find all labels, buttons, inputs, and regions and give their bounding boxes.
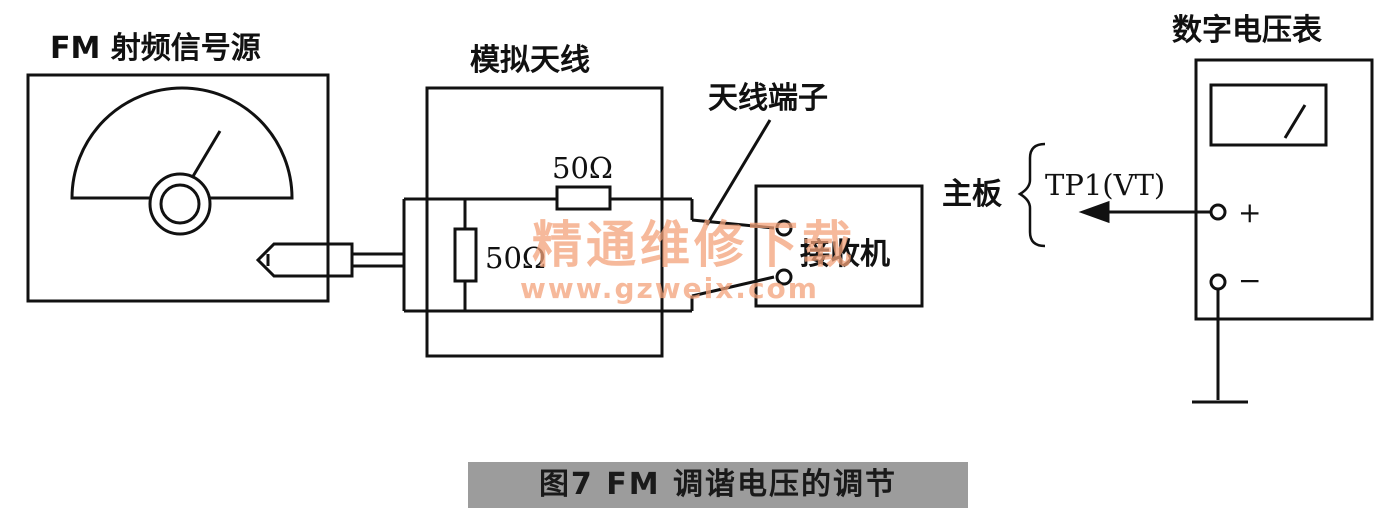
dial-needle (190, 130, 222, 179)
figure-caption: 图7 FM 调谐电压的调节 (538, 467, 898, 502)
resistor-shunt-symbol (453, 227, 478, 283)
voltmeter-display (1209, 83, 1328, 147)
minus-label: − (1238, 264, 1261, 297)
resistor-shunt-label: 50Ω (485, 241, 546, 275)
receiver-box (754, 184, 924, 308)
mainboard-label: 主板 (942, 177, 1002, 212)
resistor-series-symbol (555, 185, 612, 211)
dummy-antenna-box (425, 86, 664, 358)
arrow-left-icon (1078, 200, 1110, 224)
dial-knob-inner (159, 183, 201, 225)
voltmeter-box (1194, 58, 1374, 321)
receiver-terminal-top (775, 219, 793, 237)
minus-terminal (1209, 273, 1227, 291)
test-point-label: TP1(VT) (1045, 168, 1165, 202)
antenna-terminal-label: 天线端子 (708, 81, 828, 116)
dummy-antenna-label: 模拟天线 (470, 43, 590, 78)
resistor-series-label: 50Ω (552, 151, 613, 185)
plus-label: + (1238, 196, 1261, 229)
dial-knob (148, 172, 212, 236)
receiver-terminal-bottom (775, 268, 793, 286)
voltmeter-needle (1283, 104, 1307, 139)
signal-generator-dial-icon (70, 86, 294, 200)
mainboard-brace (1017, 142, 1046, 248)
caption-background (468, 462, 968, 508)
receiver-label: 接收机 (800, 237, 890, 272)
plus-terminal (1209, 203, 1227, 221)
antenna-terminal-leader (705, 119, 772, 226)
output-connector (255, 242, 354, 278)
voltmeter-label: 数字电压表 (1172, 13, 1322, 48)
watermark-cn: 精通维修下载 (532, 216, 856, 274)
signal-generator-box (26, 73, 330, 303)
signal-source-label: FM 射频信号源 (50, 31, 261, 66)
watermark-url: www.gzweix.com (520, 272, 819, 305)
